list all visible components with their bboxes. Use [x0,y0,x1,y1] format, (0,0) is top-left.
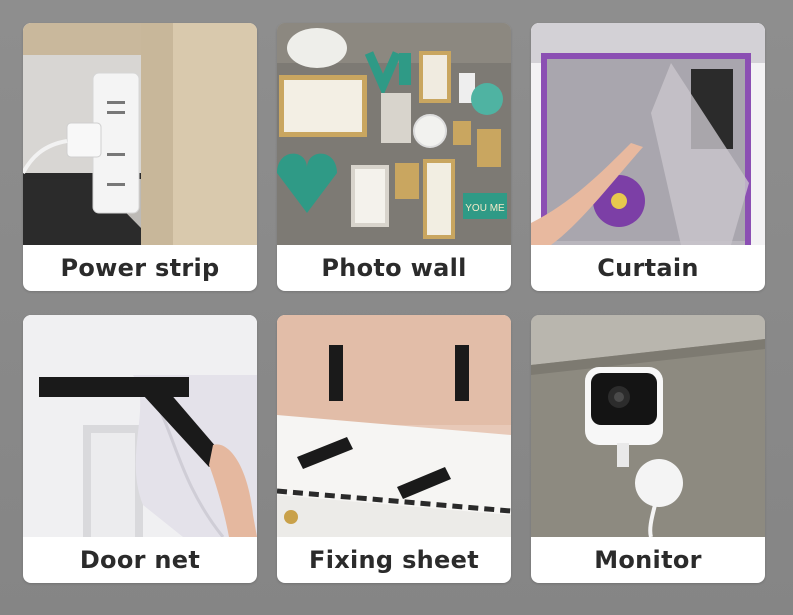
card-label: Curtain [597,254,699,282]
monitor-photo [531,315,765,537]
card-label: Fixing sheet [309,546,479,574]
card-photo-wall: YOU ME Photo wall [277,23,511,291]
card-fixing-sheet: Fixing sheet [277,315,511,583]
photo-wall-photo: YOU ME [277,23,511,245]
door-net-photo [23,315,257,537]
card-monitor: Monitor [531,315,765,583]
card-label: Power strip [60,254,220,282]
you-me-sign: YOU ME [465,203,505,214]
card-curtain: Curtain [531,23,765,291]
power-strip-photo [23,23,257,245]
card-power-strip: Power strip [23,23,257,291]
card-door-net: Door net [23,315,257,583]
card-label: Photo wall [321,254,467,282]
card-label: Door net [79,546,201,574]
card-label: Monitor [594,546,702,574]
curtain-photo [531,23,765,245]
fixing-sheet-photo [277,315,511,537]
